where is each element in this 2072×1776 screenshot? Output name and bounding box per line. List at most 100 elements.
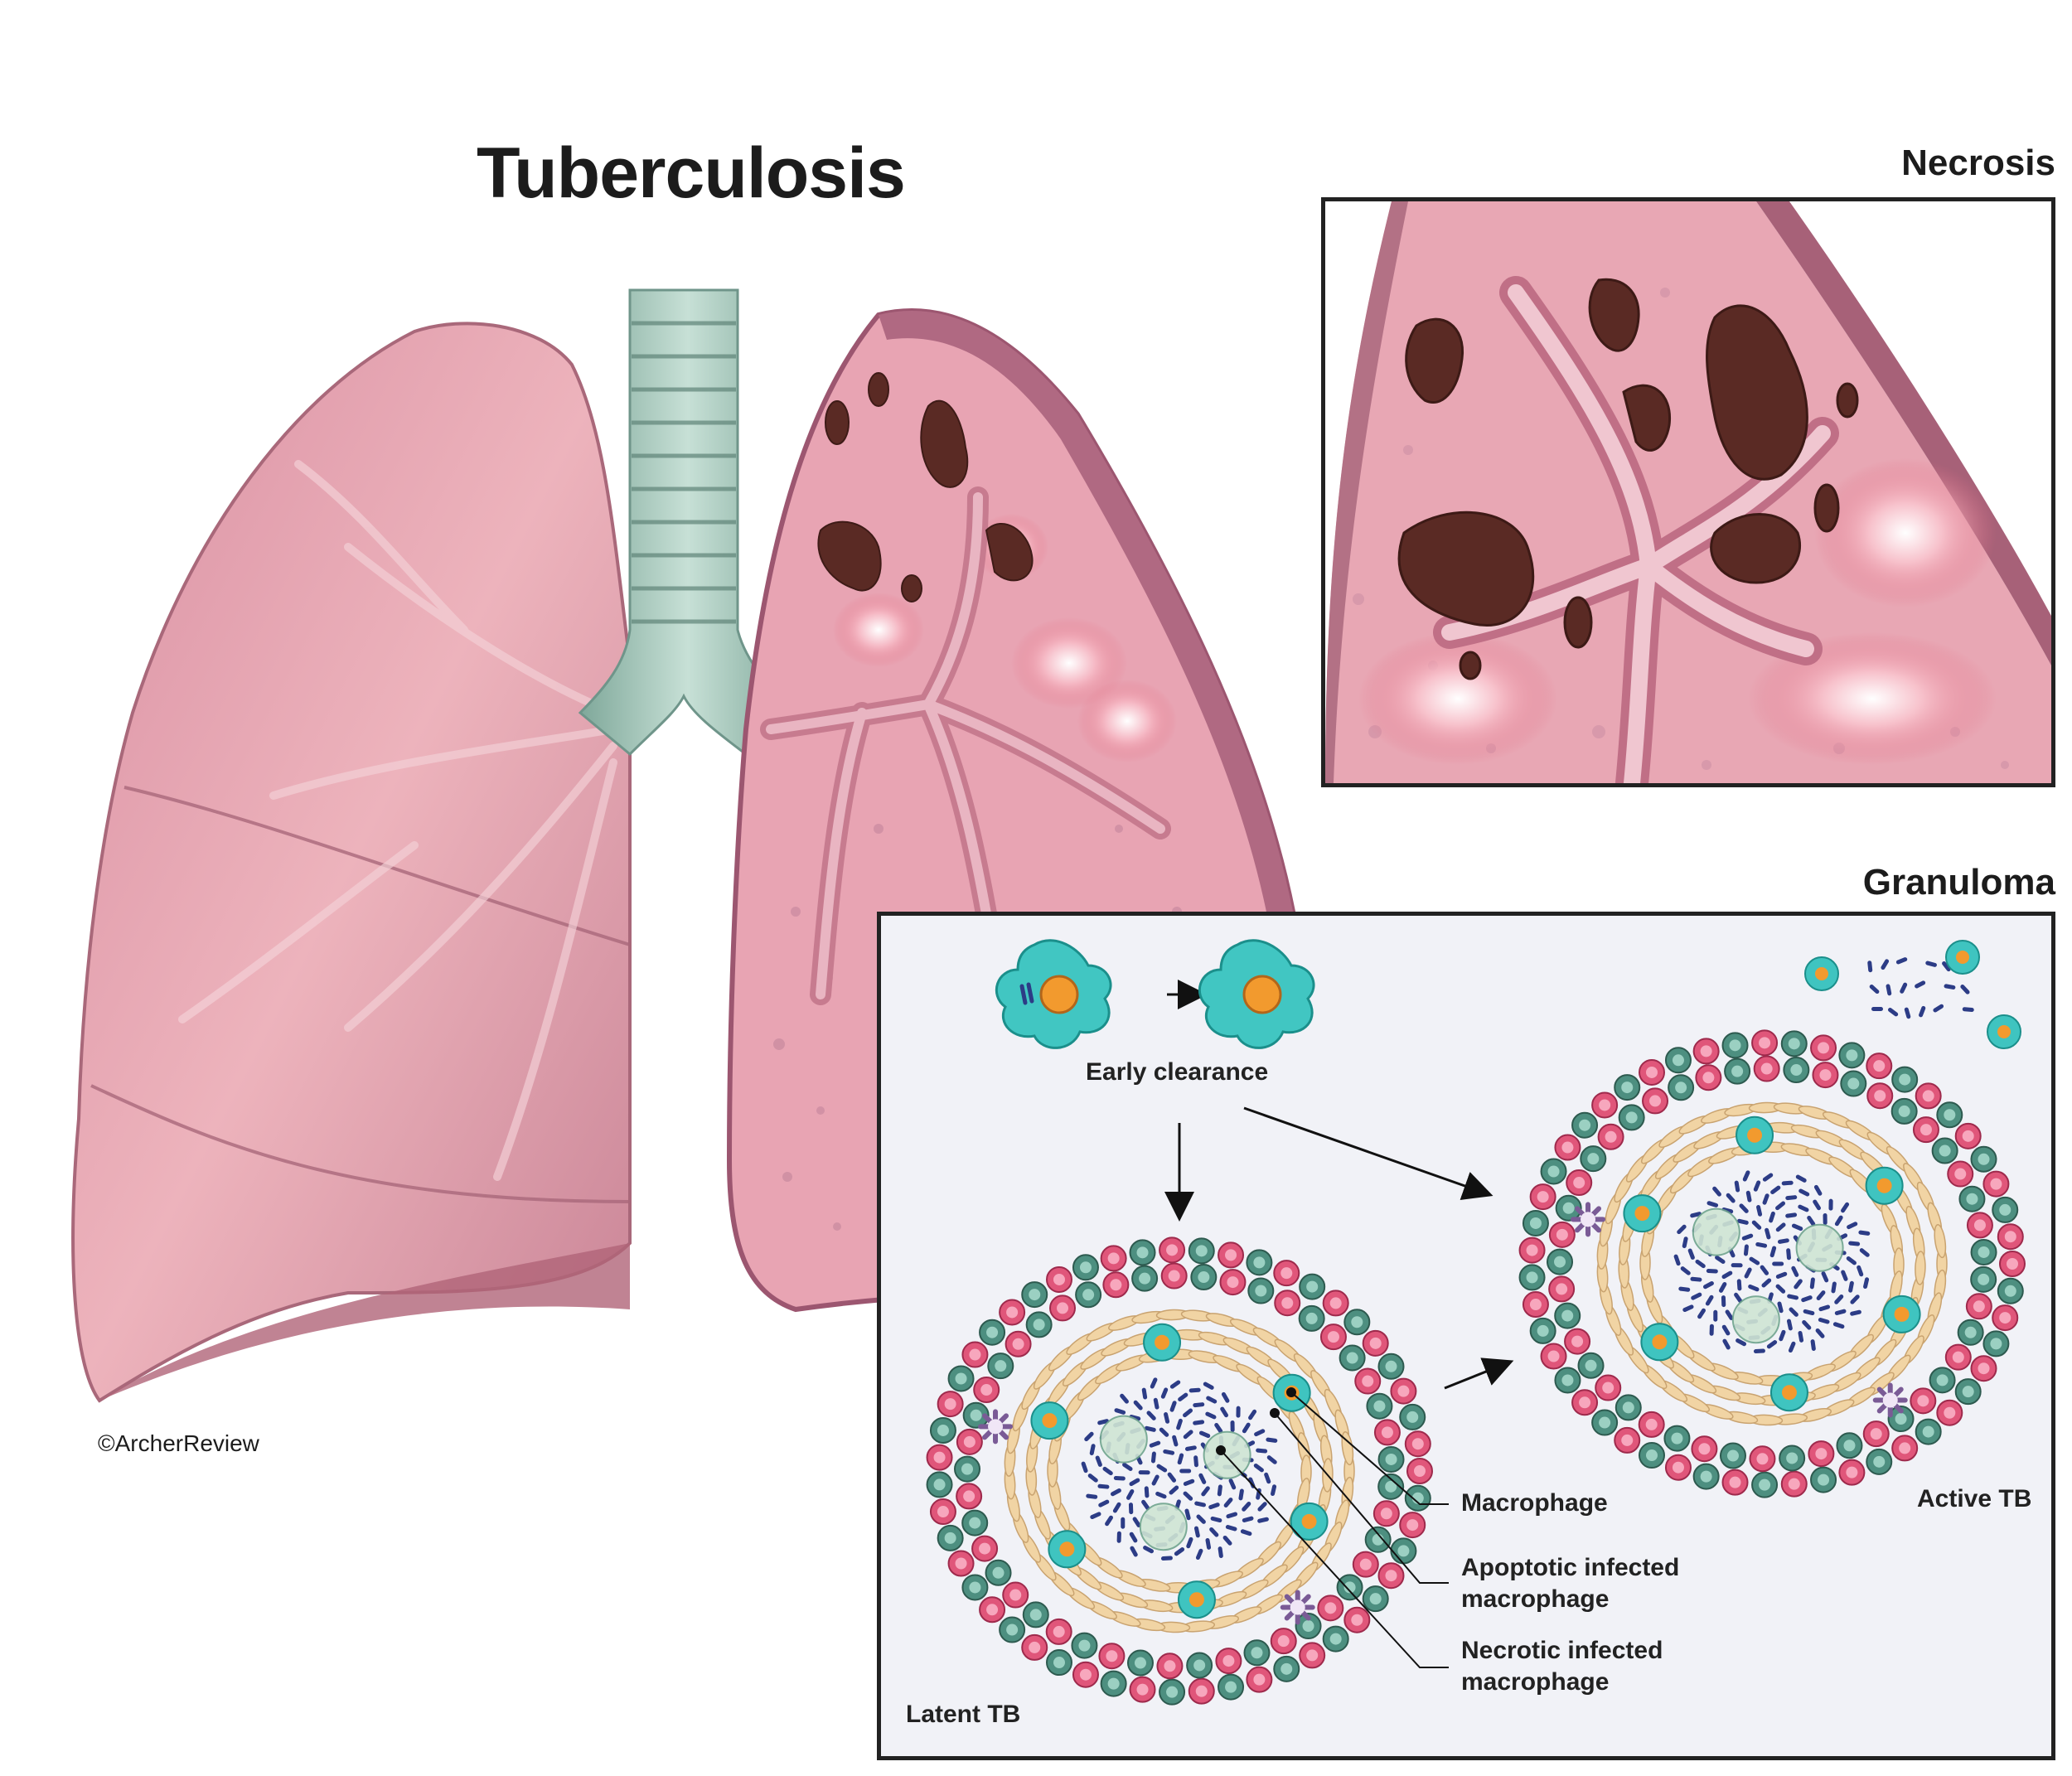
bacterium [1736,1279,1742,1291]
bacterium [1228,1478,1237,1490]
cell-nucleus [1029,1609,1042,1621]
bacterium [1129,1415,1141,1421]
cell-nucleus [1280,1662,1293,1675]
active-tb-label: Active TB [1917,1485,2032,1512]
cell-nucleus [1385,1453,1397,1465]
copyright-label: ©ArcherReview [98,1430,259,1456]
cell-nucleus [1571,1335,1584,1348]
bacterium [1193,1420,1205,1425]
escaping-bacterium [1942,961,1951,972]
cell-nucleus [1351,1316,1363,1328]
bacterium [1765,1227,1771,1240]
bacterium [1749,1256,1760,1265]
cell-nucleus [1587,1153,1600,1165]
cell-nucleus [1369,1593,1382,1605]
bacterium [1753,1180,1761,1192]
cell-nucleus [1702,1072,1715,1084]
bacterium [1174,1547,1185,1556]
bacterium [1762,1173,1774,1182]
cell-nucleus [1873,1060,1886,1072]
dendritic-nucleus [1882,1392,1898,1408]
escaping-bacterium [1895,957,1908,965]
bacterium [1133,1400,1143,1411]
bacterium [1680,1266,1691,1275]
cell-nucleus [1645,1418,1658,1430]
bacterium [1691,1292,1702,1300]
cell-nucleus [955,1372,967,1385]
cell-nucleus [1012,1338,1024,1350]
cell-nucleus [937,1506,949,1518]
bacterium [1164,1412,1170,1424]
bacterium [1172,1435,1179,1447]
cell-nucleus [1700,1045,1712,1057]
cell-nucleus [1324,1602,1337,1614]
cell-nucleus [963,1490,975,1503]
bacterium [1721,1295,1726,1308]
escaping-bacterium [1919,1005,1926,1018]
cell-nucleus [1222,1655,1235,1667]
bacterium [1153,1397,1159,1410]
cell-nucleus [1139,1272,1151,1285]
callout-lines [1216,1387,1449,1668]
bacterium [1705,1294,1714,1306]
cell-nucleus [1006,1624,1019,1636]
cell-nucleus [1057,1302,1069,1314]
cell-nucleus [1602,1382,1615,1394]
cell-nucleus [1874,1090,1886,1102]
bacterium [1238,1488,1244,1501]
macrophage-nucleus [1747,1127,1763,1143]
cell-nucleus [1526,1244,1538,1256]
bacterium [1242,1422,1251,1434]
bacterium [1081,1461,1088,1474]
cell-nucleus [1731,1065,1744,1077]
cell-nucleus [1605,1130,1617,1143]
escaping-bacterium [1962,1007,1974,1012]
bacterium [1785,1212,1798,1218]
bacterium [1144,1486,1150,1498]
cell-nucleus [1380,1507,1392,1520]
bacterium [1857,1265,1864,1277]
cell-nucleus [1079,1261,1092,1274]
apoptotic-macrophage [1692,1207,1740,1256]
cell-nucleus [1978,1153,1990,1165]
bacterium [1695,1259,1706,1269]
bacterium [1831,1281,1837,1294]
cell-nucleus [1198,1271,1210,1284]
bacterium [1159,1427,1169,1437]
bacterium [1718,1281,1727,1293]
bacterium [1798,1330,1804,1343]
bacterium [1789,1307,1798,1317]
cell-nucleus [1895,1413,1907,1425]
cell-nucleus [1346,1352,1358,1364]
bacterium [1690,1212,1702,1218]
bacterium [1110,1488,1121,1497]
necrotic-callout-line2: macrophage [1461,1668,1610,1696]
cell-nucleus [1033,1319,1045,1331]
bacterium [1256,1448,1268,1454]
macrophage-nucleus [1876,1178,1892,1193]
cell-nucleus [1729,1039,1741,1052]
bacterium [1756,1205,1763,1217]
bacterium [1097,1483,1110,1489]
latent-tb-granuloma [926,1236,1433,1706]
apoptotic-callout-line2: macrophage [1461,1585,1610,1613]
cell-nucleus [1009,1589,1022,1601]
escaping-bacterium [1900,982,1908,994]
fibroblast [1915,1251,1926,1285]
macrophage-nucleus [1815,967,1828,980]
bacterium [1089,1444,1096,1456]
bacterium [1748,1284,1760,1292]
bacterium [1209,1527,1219,1537]
cell-nucleus [1082,1289,1095,1301]
cell-nucleus [1351,1614,1363,1626]
cell-nucleus [1973,1219,1986,1232]
cell-nucleus [1649,1095,1662,1107]
bacterium [1775,1271,1788,1279]
bacterium [1206,1396,1218,1404]
cell-nucleus [2007,1258,2018,1270]
bacterium [1832,1322,1845,1329]
bacterium [1214,1422,1223,1434]
bacterium [1149,1440,1161,1448]
bacterium [1863,1277,1870,1290]
necrotic-callout-line1: Necrotic infected [1461,1637,1663,1664]
